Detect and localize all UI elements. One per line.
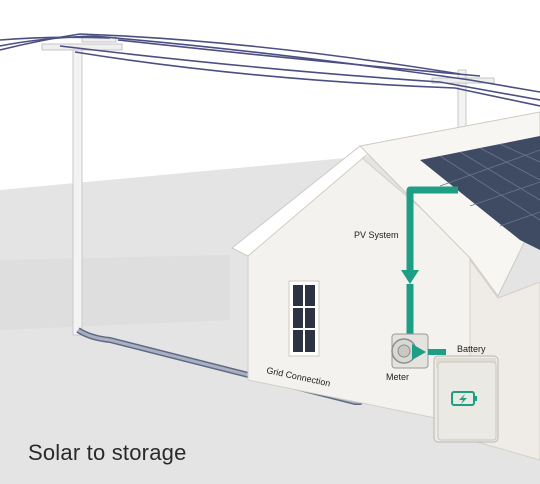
meter (391, 333, 429, 369)
caption-title: Solar to storage (28, 440, 187, 465)
utility-pole-left (41, 35, 123, 336)
battery-charging-icon (451, 391, 477, 406)
window (288, 280, 320, 357)
meter-to-battery-flow (412, 344, 446, 360)
solar-panel-array (420, 136, 540, 250)
pv-flow-arrow-down (401, 270, 419, 284)
label-battery: Battery (457, 344, 486, 354)
power-lines (0, 33, 540, 107)
label-meter: Meter (386, 372, 409, 382)
ground-shadow (0, 255, 230, 330)
label-pv-system: PV System (354, 230, 399, 240)
